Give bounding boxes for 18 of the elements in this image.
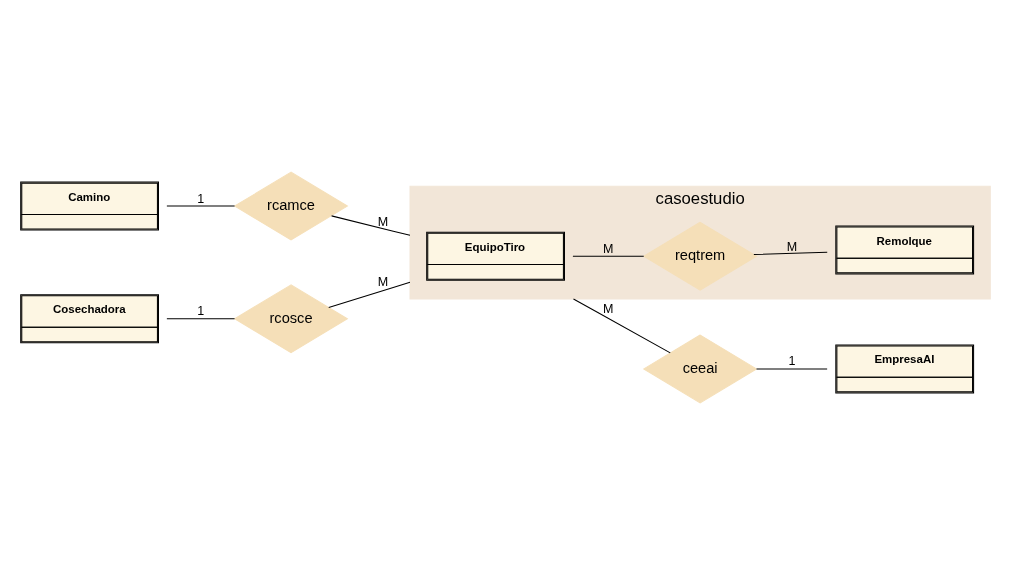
edge-label: M — [603, 301, 614, 316]
edge-label: M — [603, 241, 614, 256]
node-diamond: reqtrem — [642, 221, 758, 291]
edge-label: M — [377, 214, 389, 229]
edge-label: M — [377, 274, 389, 289]
connector — [753, 251, 828, 255]
edge-label: 1 — [197, 303, 205, 318]
node-diamond: rcamce — [233, 171, 349, 241]
connector — [331, 214, 411, 236]
node-diamond: rcosce — [233, 283, 349, 353]
edge-label: 1 — [788, 353, 796, 368]
edge-label: 1 — [197, 191, 205, 206]
connector — [572, 297, 671, 353]
edge-label: M — [786, 239, 798, 254]
connector — [166, 317, 236, 319]
node-diamond: ceeai — [642, 333, 758, 403]
connector — [328, 281, 411, 308]
connector — [572, 255, 645, 257]
